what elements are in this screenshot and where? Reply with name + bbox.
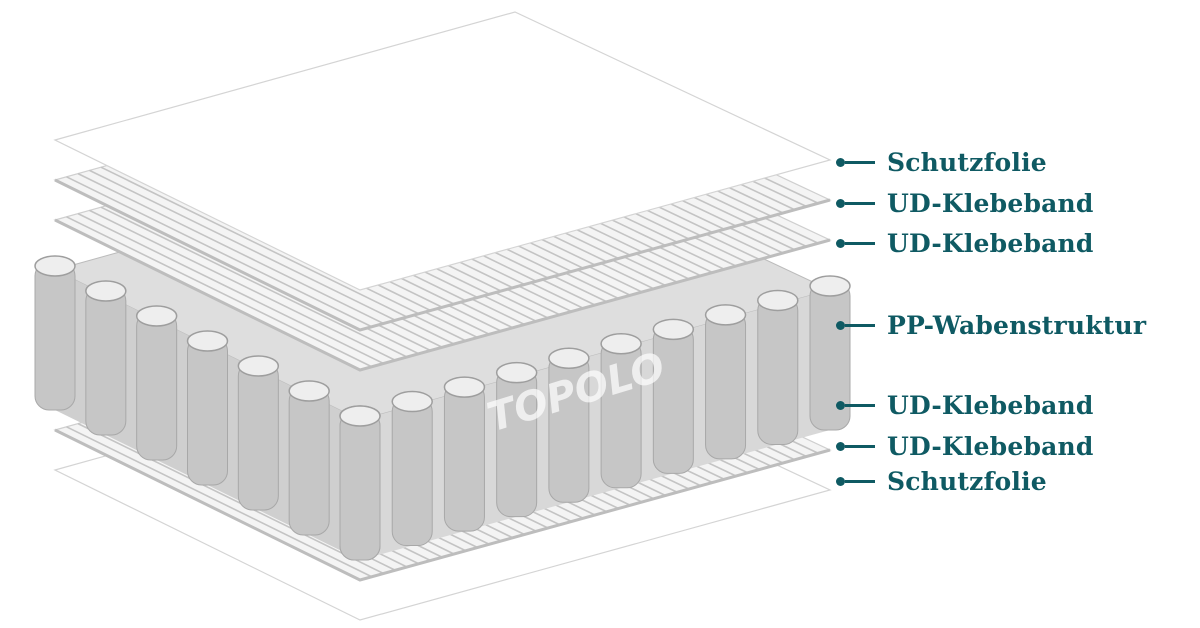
honeycomb-cell — [339, 411, 381, 561]
callout-dot-icon — [836, 238, 845, 248]
honeycomb-cell-opening — [34, 255, 76, 277]
callout-ud-tape-1: UD-Klebeband — [836, 188, 1094, 218]
honeycomb-cell-opening — [85, 280, 127, 302]
callout-dot-icon — [836, 157, 845, 167]
tape-fiber — [77, 212, 384, 365]
callout-line — [845, 160, 875, 164]
honeycomb-cell-opening — [548, 347, 590, 369]
callout-dot-icon — [836, 476, 845, 486]
callout-label: Schutzfolie — [887, 466, 1047, 496]
tape-fiber — [77, 422, 384, 575]
callout-line — [845, 479, 875, 483]
callout-label: UD-Klebeband — [887, 188, 1094, 218]
callout-dot-icon — [836, 400, 845, 410]
tape-fiber — [89, 209, 396, 361]
callout-line — [845, 201, 875, 205]
callout-label: PP-Wabenstruktur — [887, 310, 1147, 340]
honeycomb-cell — [757, 295, 799, 445]
honeycomb-cell-opening — [135, 305, 178, 327]
honeycomb-cell-opening — [186, 330, 229, 352]
callout-ud-tape-4: UD-Klebeband — [836, 431, 1094, 461]
callout-dot-icon — [836, 441, 845, 451]
honeycomb-cell-opening — [237, 355, 280, 377]
honeycomb-cell — [34, 261, 76, 411]
tape-fiber — [66, 216, 373, 368]
callout-bottom-protective-film: Schutzfolie — [836, 466, 1047, 496]
honeycomb-cell — [288, 386, 330, 536]
callout-label: UD-Klebeband — [887, 228, 1094, 258]
honeycomb-cell-opening — [600, 333, 642, 355]
callout-pp-honeycomb: PP-Wabenstruktur — [836, 310, 1146, 340]
honeycomb-cell-opening — [443, 376, 486, 398]
callout-line — [845, 241, 875, 245]
tape-fiber — [100, 166, 408, 318]
honeycomb-cell — [187, 336, 228, 486]
callout-ud-tape-2: UD-Klebeband — [836, 228, 1094, 258]
honeycomb-cell-opening — [704, 304, 747, 326]
honeycomb-cell — [443, 382, 485, 532]
tape-fiber — [66, 426, 373, 578]
honeycomb-cell-opening — [652, 318, 695, 341]
tape-fiber — [66, 176, 373, 328]
tape-edge — [54, 178, 831, 332]
honeycomb-cell — [136, 311, 178, 461]
callout-dot-icon — [836, 320, 845, 330]
tape-edge — [54, 428, 831, 582]
honeycomb-cell-opening — [809, 275, 851, 297]
callout-label: UD-Klebeband — [887, 390, 1094, 420]
top-protective-film — [53, 11, 832, 291]
callout-ud-tape-3: UD-Klebeband — [836, 390, 1094, 420]
honeycomb-cell-opening — [391, 390, 433, 413]
callout-line — [845, 444, 875, 448]
callout-dot-icon — [836, 198, 845, 208]
callout-top-protective-film: Schutzfolie — [836, 147, 1047, 177]
honeycomb-cell — [237, 361, 279, 511]
honeycomb-cell-opening — [757, 289, 799, 312]
honeycomb-cell — [705, 310, 747, 460]
tape-fiber — [100, 206, 408, 358]
honeycomb-cell — [391, 397, 433, 547]
honeycomb-cell-opening — [339, 405, 381, 427]
tape-edge — [54, 218, 831, 372]
callout-label: UD-Klebeband — [887, 431, 1094, 461]
callout-line — [845, 323, 875, 327]
callout-label: Schutzfolie — [887, 147, 1047, 177]
tape-fiber — [77, 172, 384, 325]
honeycomb-cell — [85, 286, 127, 436]
callout-line — [845, 403, 875, 407]
honeycomb-cell-opening — [288, 380, 330, 402]
honeycomb-cell-opening — [495, 361, 538, 384]
honeycomb-cell — [652, 324, 694, 474]
tape-fiber — [89, 169, 396, 321]
